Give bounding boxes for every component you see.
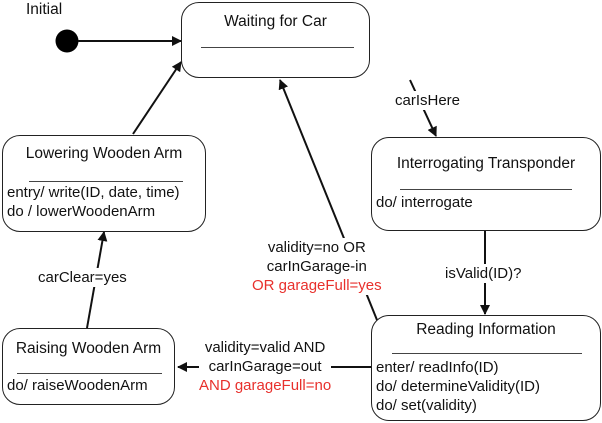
guard-line: validity=valid AND bbox=[204, 339, 326, 356]
initial-label: Initial bbox=[26, 1, 63, 18]
state-title: Interrogating Transponder bbox=[396, 155, 576, 172]
state-actions: entry/ write(ID, date, time) do / lowerW… bbox=[7, 183, 180, 221]
guard-line: carInGarage-in bbox=[266, 258, 367, 275]
state-reading-information[interactable]: Reading Information enter/ readInfo(ID) … bbox=[371, 315, 601, 421]
state-title: Raising Wooden Arm bbox=[15, 340, 162, 357]
state-actions: enter/ readInfo(ID) do/ determineValidit… bbox=[376, 358, 540, 415]
action: do/ set(validity) bbox=[376, 397, 477, 414]
state-title: Reading Information bbox=[416, 321, 556, 338]
arrow-lowering-to-waiting bbox=[132, 61, 182, 135]
transition-label-valid: validity=valid AND carInGarage=out AND g… bbox=[199, 338, 332, 395]
action: enter/ readInfo(ID) bbox=[376, 359, 499, 376]
state-title: Waiting for Car bbox=[224, 13, 327, 30]
state-raising-wooden-arm[interactable]: Raising Wooden Arm do/ raiseWoodenArm bbox=[2, 328, 175, 405]
state-separator bbox=[400, 189, 572, 190]
action: do/ raiseWoodenArm bbox=[7, 377, 148, 394]
state-separator bbox=[201, 47, 354, 48]
state-lowering-wooden-arm[interactable]: Lowering Wooden Arm entry/ write(ID, dat… bbox=[2, 135, 206, 232]
transition-label-is-valid: isValid(ID)? bbox=[445, 264, 522, 283]
guard-line: validity=no OR bbox=[267, 239, 366, 256]
state-title: Lowering Wooden Arm bbox=[25, 145, 183, 162]
state-separator bbox=[392, 353, 582, 354]
state-actions: do/ interrogate bbox=[376, 193, 473, 212]
guard-line: carInGarage=out bbox=[208, 358, 322, 375]
action: entry/ write(ID, date, time) bbox=[7, 184, 180, 201]
action: do/ determineValidity(ID) bbox=[376, 378, 540, 395]
action: do / lowerWoodenArm bbox=[7, 203, 156, 220]
state-separator bbox=[29, 181, 183, 182]
state-actions: do/ raiseWoodenArm bbox=[7, 376, 148, 395]
state-separator bbox=[17, 373, 162, 374]
transition-label-car-is-here: carIsHere bbox=[395, 91, 461, 110]
state-waiting-for-car[interactable]: Waiting for Car bbox=[181, 2, 370, 78]
action: do/ interrogate bbox=[376, 194, 473, 211]
initial-node bbox=[55, 29, 79, 53]
state-interrogating-transponder[interactable]: Interrogating Transponder do/ interrogat… bbox=[371, 137, 601, 231]
transition-label-invalid: validity=no OR carInGarage-in OR garageF… bbox=[252, 238, 382, 295]
guard-highlight: OR garageFull=yes bbox=[252, 277, 382, 294]
guard-highlight: AND garageFull=no bbox=[199, 377, 332, 394]
transition-label-car-clear: carClear=yes bbox=[38, 268, 127, 287]
